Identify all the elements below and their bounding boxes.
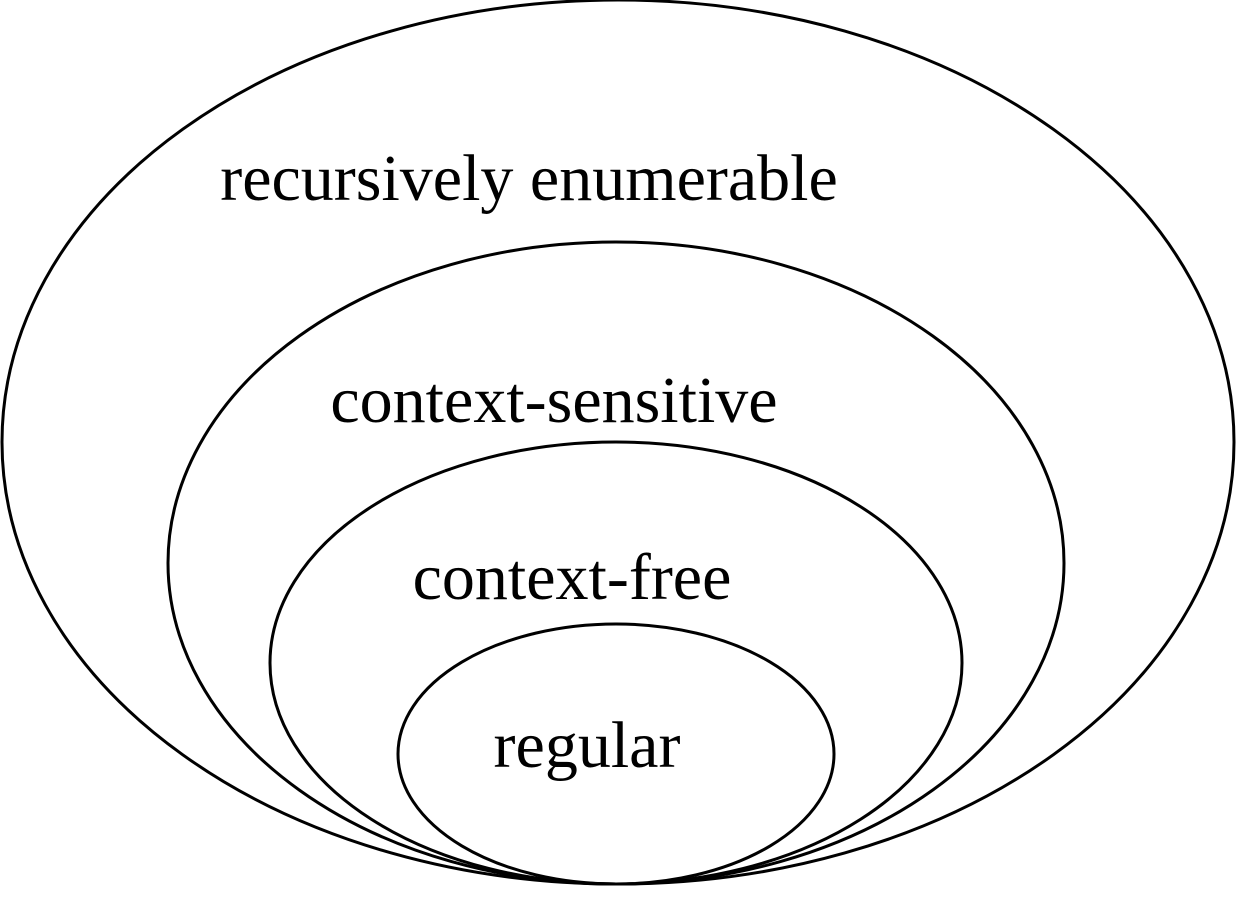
ellipse-regular	[396, 622, 836, 886]
set-regular: regular	[396, 622, 836, 886]
label-recursively-enumerable: recursively enumerable	[220, 142, 838, 215]
label-context-sensitive: context-sensitive	[330, 364, 777, 437]
label-context-free: context-free	[413, 541, 732, 614]
label-regular: regular	[494, 709, 681, 782]
set-context-free: context-free	[268, 440, 964, 886]
ellipse-context-free	[268, 440, 964, 886]
